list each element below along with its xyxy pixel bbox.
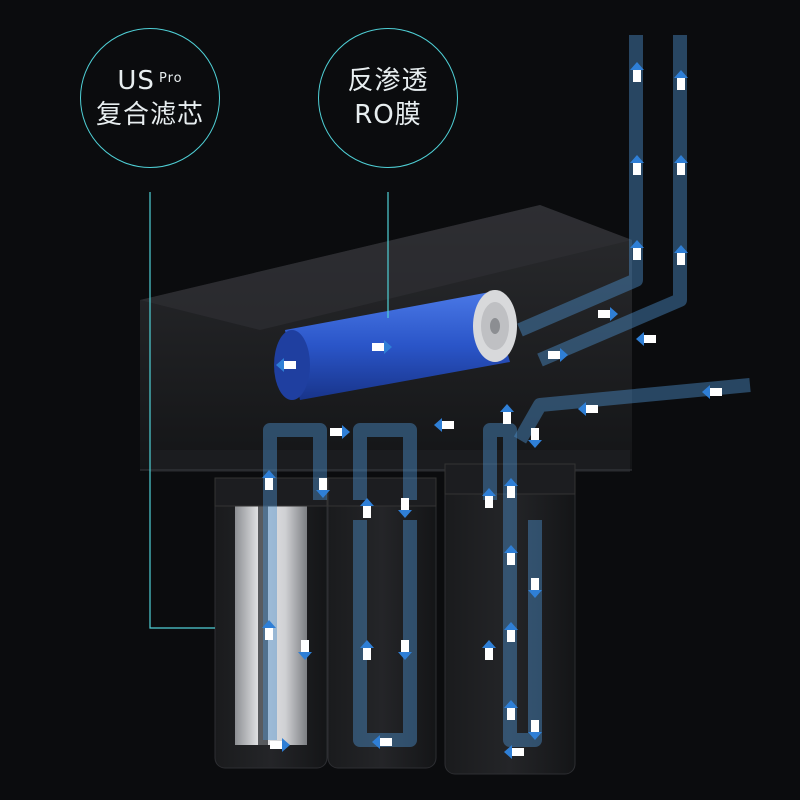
callout-left-line2: 复合滤芯 [95, 100, 204, 130]
filter-canister-3 [444, 463, 576, 775]
callout-left-pro: Pro [158, 71, 183, 86]
callout-left-us: US [117, 66, 155, 96]
flow-arrow-icon [636, 332, 656, 346]
filter-canister-2 [327, 477, 437, 769]
callout-leader-left [149, 192, 215, 629]
callout-ro-membrane: 反渗透 RO膜 [318, 28, 458, 168]
callout-right-line1: 反渗透 [347, 66, 429, 96]
callout-right-line2: RO膜 [354, 100, 422, 130]
ro-membrane [274, 290, 517, 400]
